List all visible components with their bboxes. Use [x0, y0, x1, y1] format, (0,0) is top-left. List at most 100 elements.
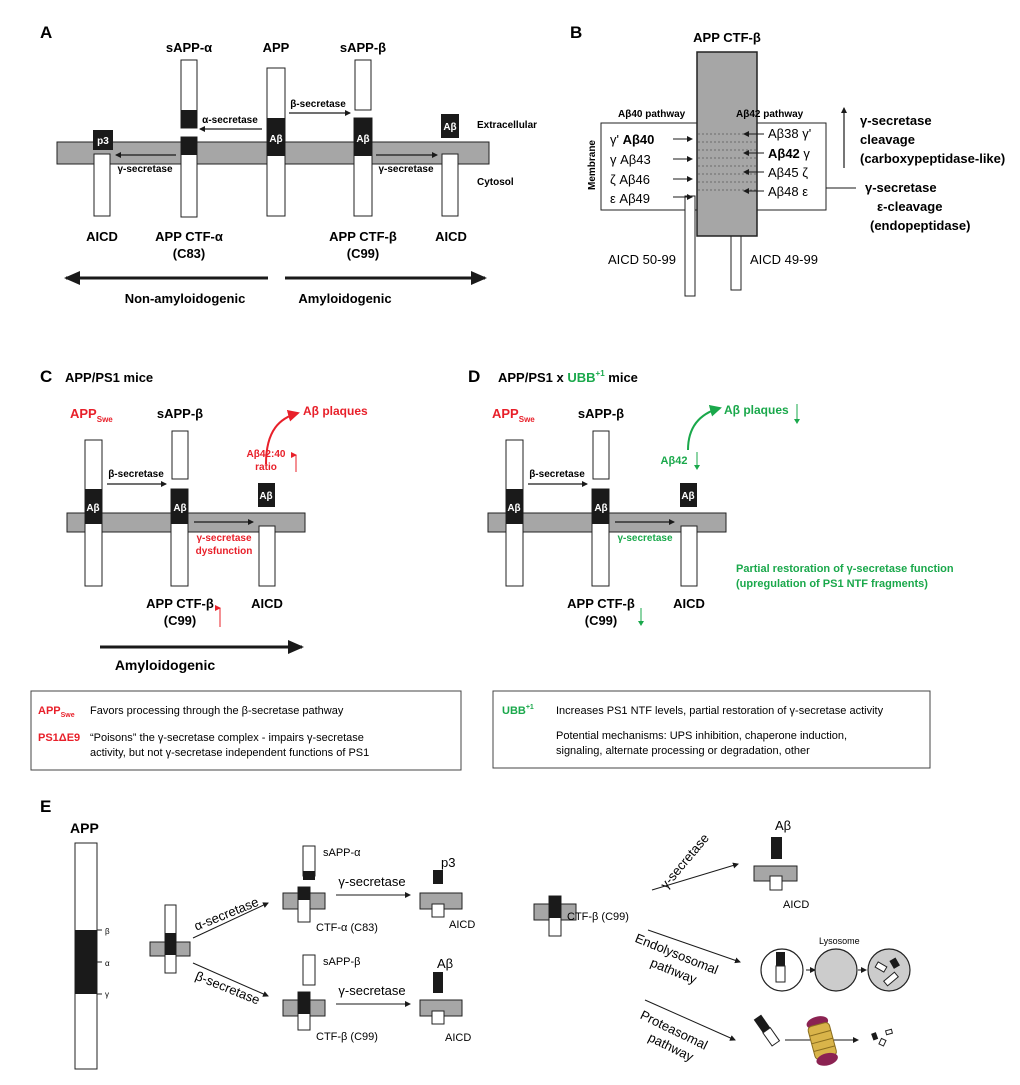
c-ab-released [258, 483, 275, 507]
panel-e-letter: E [40, 797, 51, 816]
aicd-50-99-label: AICD 50-99 [608, 252, 676, 267]
e-peptide-2 [878, 1037, 887, 1047]
sappa-dark [181, 110, 197, 128]
d-ab42-down-head [694, 465, 700, 470]
aicd-left-label: AICD [86, 229, 118, 244]
d-legend-val-2b: signaling, alternate processing or degra… [556, 745, 810, 757]
d-plaques-arrow [687, 404, 722, 451]
amy-label: Amyloidogenic [298, 291, 391, 306]
p3-block [93, 130, 113, 150]
c-aicd-label: AICD [251, 596, 283, 611]
r2: Aβ42 γ [768, 146, 810, 161]
ctfa-label-1: APP CTF-α [155, 229, 223, 244]
e-ab-right-label: Aβ [775, 818, 791, 833]
e-sappa-label: sAPP-α [323, 847, 361, 859]
e-lysosome-label: Lysosome [819, 936, 860, 946]
ab-label-1: Aβ [269, 134, 282, 145]
gamma-right-label: γ-secretase [378, 164, 433, 175]
aicd-right-bar [441, 153, 459, 217]
d-app-ab [506, 489, 523, 524]
app-label: APP [263, 40, 290, 55]
d-legend-val-2a: Potential mechanisms: UPS inhibition, ch… [556, 730, 847, 742]
panel-c-letter: C [40, 367, 52, 386]
r3: Aβ45 ζ [768, 165, 808, 180]
e-prot-arrow [644, 999, 736, 1041]
e-beta-sec: β-secretase [193, 968, 262, 1007]
panel-c: C APP/PS1 mice Aβ Aβ Aβ APPSwe sAPP-β Aβ… [30, 367, 462, 771]
cleavage-label-1: γ-secretase [860, 113, 932, 128]
c-amy-label: Amyloidogenic [115, 657, 216, 673]
ctfb-abeta [354, 118, 372, 156]
e-ctfb-right-label: CTF-β (C99) [567, 911, 629, 923]
e-beta-tick: β [105, 927, 110, 936]
d-legend-box [492, 690, 931, 769]
sappb-label: sAPP-β [340, 40, 386, 55]
e-gsec1-label: γ-secretase [338, 874, 405, 889]
d-ctfb-ab [592, 489, 609, 524]
c-legend-val-2a: “Poisons” the γ-secretase complex - impa… [90, 732, 364, 744]
c-dys-1: γ-secretase [196, 533, 251, 544]
d-ab-released [680, 483, 697, 507]
e-lysosome [814, 948, 858, 992]
ab-label-3: Aβ [443, 122, 456, 133]
l3: ζ Aβ46 [610, 172, 650, 187]
e-aicd2-label: AICD [445, 1032, 471, 1044]
c-ctfb-1: APP CTF-β [146, 596, 214, 611]
e-ab-mid-label: Aβ [437, 956, 453, 971]
d-gamma-label: γ-secretase [617, 533, 672, 544]
gamma-left-label: γ-secretase [117, 164, 172, 175]
ctfb-label-1: APP CTF-β [329, 229, 397, 244]
c-sappb-label: sAPP-β [157, 406, 203, 421]
d-aicd-bar [680, 525, 698, 587]
c-sappb-bar [171, 430, 189, 480]
cytosol-label: Cytosol [477, 177, 514, 188]
c-ctfb-2: (C99) [164, 613, 197, 628]
c-ratio-1: Aβ42:40 [247, 449, 286, 460]
ctfa-dark [181, 137, 197, 155]
panel-b: B APP CTF-β Aβ40 pathway Aβ42 pathway Me… [570, 23, 1005, 297]
ab40-pathway-label: Aβ40 pathway [618, 109, 686, 120]
d-partial-2: (upregulation of PS1 NTF fragments) [736, 578, 928, 590]
d-ctfb-2: (C99) [585, 613, 618, 628]
e-ab-right-block [771, 837, 782, 859]
c-legend-val-1: Favors processing through the β-secretas… [90, 705, 344, 717]
c-ab2: Aβ [173, 503, 186, 514]
e-alpha-arrow [192, 902, 269, 939]
e-alpha-sec: α-secretase [192, 894, 261, 933]
c-ab3: Aβ [259, 491, 272, 502]
d-ab3: Aβ [681, 491, 694, 502]
ctfb-label-2: (C99) [347, 246, 380, 261]
c-ctfb-ab [171, 489, 188, 524]
c-legend-val-2b: activity, but not γ-secretase independen… [90, 747, 369, 759]
d-sappb-bar [592, 430, 610, 480]
c-ratio-2: ratio [255, 462, 277, 473]
e-degrading [867, 948, 911, 992]
d-ab1: Aβ [507, 503, 520, 514]
aicd-49-99-label: AICD 49-99 [750, 252, 818, 267]
ab42-pathway-label: Aβ42 pathway [736, 109, 804, 120]
e-ctfb-label: CTF-β (C99) [316, 1031, 378, 1043]
l1a: γ' Aβ40 [610, 132, 654, 147]
c-aicd-bar [258, 525, 276, 587]
d-legend-val-1: Increases PS1 NTF levels, partial restor… [556, 705, 884, 717]
proteasome-icon [806, 1016, 838, 1066]
cleavage-label-3: (carboxypeptidase-like) [860, 151, 1005, 166]
aicd-50-99-bar [684, 195, 696, 297]
p3-label: p3 [97, 136, 109, 147]
d-ctfb-down-head [638, 621, 644, 626]
eps-label-3: (endopeptidase) [870, 218, 970, 233]
e-p3-label: p3 [441, 855, 455, 870]
e-aicd1-label: AICD [449, 919, 475, 931]
panel-c-title: APP/PS1 mice [65, 370, 153, 385]
e-gsec3-label: γ-secretase [657, 831, 712, 892]
c-app-swe: APPSwe [70, 406, 113, 424]
e-gsec3-arrow [651, 862, 739, 891]
panel-a: A p3 Aβ Aβ Aβ sAPP-α APP sAPP-β α-secret… [40, 23, 537, 306]
e-beta-arrow [192, 962, 269, 997]
extracellular-label: Extracellular [477, 120, 537, 131]
panel-e: E APP β α γ α-secretase β-secretase sAPP… [40, 797, 911, 1070]
app-abeta [267, 118, 285, 156]
d-sappb-label: sAPP-β [578, 406, 624, 421]
panel-d: D APP/PS1 x UBB+1 mice Aβ Aβ Aβ APPSwe s… [468, 367, 954, 769]
